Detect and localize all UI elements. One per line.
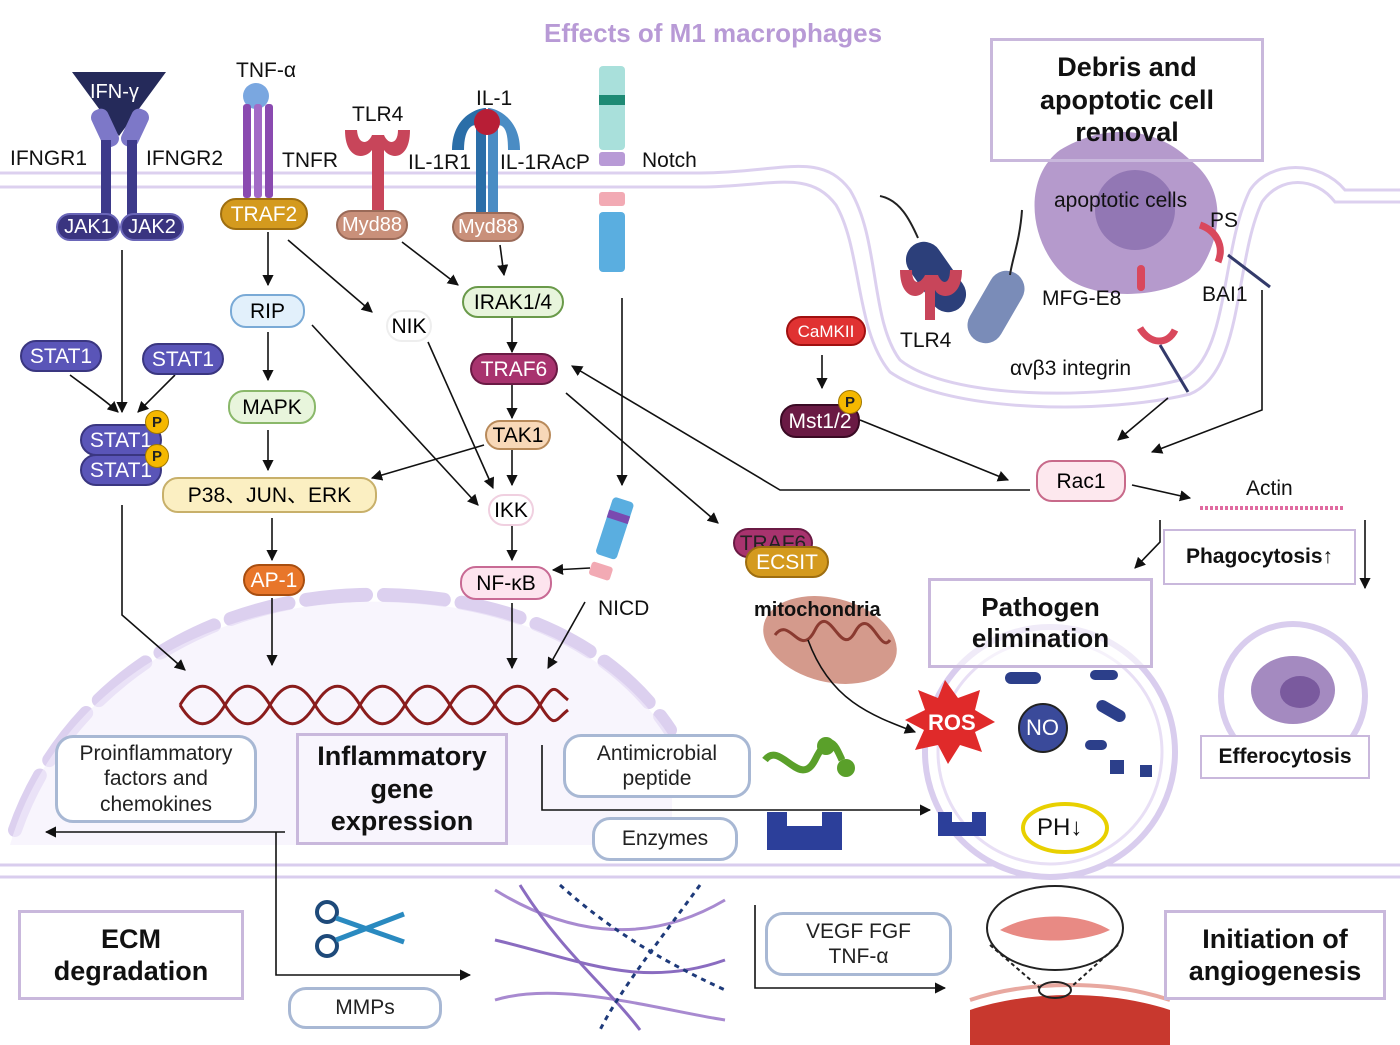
ikk-node: IKK xyxy=(488,494,534,526)
myd88-node-a: Myd88 xyxy=(336,210,408,240)
il1racp-label: IL-1RAcP xyxy=(500,151,590,174)
pathway-arrows xyxy=(44,232,1371,994)
traf2-node: TRAF2 xyxy=(220,198,308,230)
integrin-label: αvβ3 integrin xyxy=(1010,357,1132,380)
il1r1-label: IL-1R1 xyxy=(408,151,472,174)
enzymes-pill: Enzymes xyxy=(592,817,738,861)
stat1-node-left: STAT1 xyxy=(20,340,102,372)
bai1-label: BAI1 xyxy=(1202,283,1248,306)
ph-label: PH↓ xyxy=(1037,814,1083,841)
notch-graphic xyxy=(599,66,625,272)
ifngr1-label: IFNGR1 xyxy=(10,147,88,170)
proinflammatory-pill: Proinflammatory factors and chemokines xyxy=(55,735,257,823)
efferocytosis-graphic xyxy=(1218,621,1368,771)
dna-graphic xyxy=(178,684,569,726)
no-circle xyxy=(1018,703,1068,753)
tnfr-label: TNFR xyxy=(282,149,338,172)
mapk-node: MAPK xyxy=(228,390,316,424)
ecm-box: ECM degradation xyxy=(18,910,244,1000)
notch-label: Notch xyxy=(642,149,697,172)
phospho-badge-1: P xyxy=(145,410,169,434)
phospho-badge-3: P xyxy=(838,390,862,414)
mitochondria-label: mitochondria xyxy=(754,599,881,621)
efferocytosis-box: Efferocytosis xyxy=(1200,735,1370,779)
debris-box: Debris and apoptotic cell removal xyxy=(990,38,1264,162)
ecm-graphic xyxy=(494,883,726,1031)
p38-jun-erk-node: P38、JUN、ERK xyxy=(162,477,377,513)
nicd-graphic xyxy=(589,497,634,581)
tlr4-label: TLR4 xyxy=(352,103,404,126)
ifn-gamma-label: IFN-γ xyxy=(90,81,139,103)
ifn-gamma-receptor-graphic xyxy=(72,72,166,218)
separator xyxy=(0,863,1400,879)
il1-label: IL-1 xyxy=(476,87,513,110)
apoptotic-cell-graphic xyxy=(1034,131,1224,294)
jak1-node: JAK1 xyxy=(56,213,120,241)
tlr4-graphic xyxy=(345,130,410,210)
bacteria-graphic xyxy=(879,195,1025,344)
mmps-pill: MMPs xyxy=(288,987,442,1029)
vegf-pill: VEGF FGF TNF-α xyxy=(765,912,952,976)
phospho-badge-2: P xyxy=(145,444,169,468)
nik-node: NIK xyxy=(386,310,432,342)
tak1-node: TAK1 xyxy=(485,420,551,450)
actin-label: Actin xyxy=(1246,477,1293,500)
vessel-graphic xyxy=(969,885,1171,1045)
tnf-receptor-graphic xyxy=(243,83,273,198)
irak-node: IRAK1/4 xyxy=(462,286,564,318)
ros-label: ROS xyxy=(928,710,976,735)
cell-membrane xyxy=(0,165,1400,409)
nicd-label: NICD xyxy=(598,597,650,620)
nucleus-envelope xyxy=(8,587,677,837)
rac1-node: Rac1 xyxy=(1036,460,1126,502)
apoptotic-cells-label: apoptotic cells xyxy=(1054,189,1188,212)
ecsit-node: ECSIT xyxy=(745,546,829,578)
ph-ellipse xyxy=(1021,802,1109,854)
jak2-node: JAK2 xyxy=(120,213,184,241)
stat1-node-right: STAT1 xyxy=(142,343,224,375)
tlr4-right-label: TLR4 xyxy=(900,329,952,352)
ifngr2-label: IFNGR2 xyxy=(146,147,224,170)
nfkb-node: NF-κB xyxy=(460,566,552,600)
mfg-e8-label: MFG-E8 xyxy=(1042,287,1122,310)
ros-burst xyxy=(905,680,995,764)
rip-node: RIP xyxy=(230,294,305,328)
inflammatory-box: Inflammatory gene expression xyxy=(296,733,508,845)
myd88-node-b: Myd88 xyxy=(452,212,524,242)
no-label: NO xyxy=(1026,715,1059,740)
antimicrobial-pill: Antimicrobial peptide xyxy=(563,734,751,798)
tnf-alpha-label: TNF-α xyxy=(236,59,296,82)
il1-receptor-graphic xyxy=(452,108,520,215)
traf6-node: TRAF6 xyxy=(470,353,558,385)
phagocytosis-box: Phagocytosis↑ xyxy=(1163,529,1356,585)
mitochondria-graphic xyxy=(763,596,897,684)
scissors-graphic xyxy=(315,900,405,958)
integrin-graphic xyxy=(1136,253,1271,393)
camkii-node: CaMKII xyxy=(786,316,866,346)
pathogen-box: Pathogen elimination xyxy=(928,578,1153,668)
antimicrobial-graphic xyxy=(762,737,986,850)
ps-label: PS xyxy=(1210,209,1239,232)
ap1-node: AP-1 xyxy=(243,564,305,596)
diagram-title: Effects of M1 macrophages xyxy=(544,18,883,48)
angiogenesis-box: Initiation of angiogenesis xyxy=(1164,910,1386,1000)
